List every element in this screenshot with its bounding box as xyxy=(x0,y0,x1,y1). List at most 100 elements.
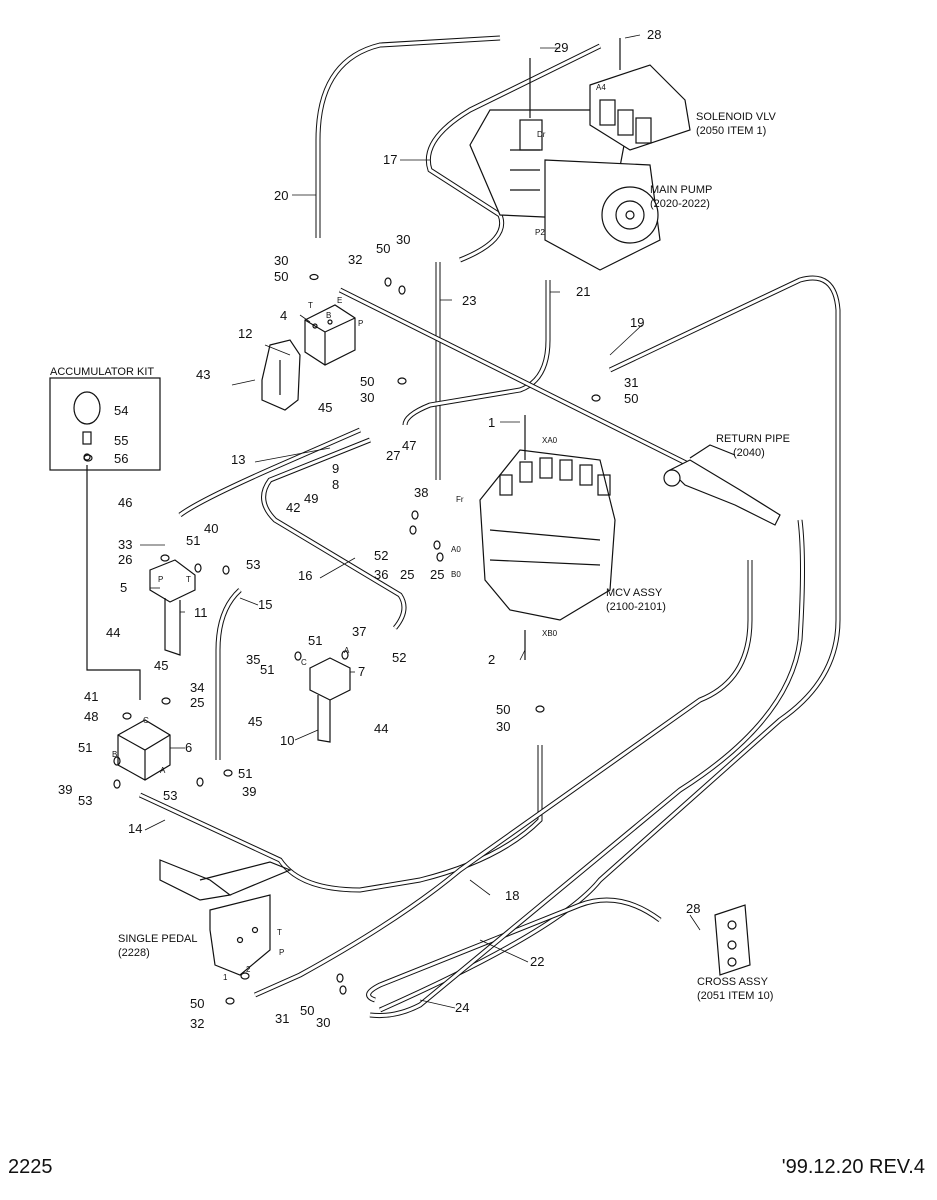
port-block7-c: C xyxy=(301,658,307,667)
label-mcv-assy-ref: (2100-2101) xyxy=(606,601,666,613)
accumulator-kit-box xyxy=(49,377,161,700)
callout-45-c: 45 xyxy=(248,714,262,729)
callout-26: 26 xyxy=(118,552,132,567)
callout-25-b: 25 xyxy=(400,567,414,582)
callout-30-c: 30 xyxy=(360,390,374,405)
callout-36: 36 xyxy=(374,567,388,582)
label-main-pump: MAIN PUMP xyxy=(650,184,712,196)
callout-5: 5 xyxy=(120,580,127,595)
callout-33: 33 xyxy=(118,537,132,552)
callout-52-b: 52 xyxy=(392,650,406,665)
callout-27: 27 xyxy=(386,448,400,463)
page-number: 2225 xyxy=(8,1156,53,1178)
callout-37: 37 xyxy=(352,624,366,639)
label-solenoid-vlv-ref: (2050 ITEM 1) xyxy=(696,125,766,137)
callout-48: 48 xyxy=(84,709,98,724)
callout-42: 42 xyxy=(286,500,300,515)
callout-52-a: 52 xyxy=(374,548,388,563)
callout-55: 55 xyxy=(114,433,128,448)
port-pedal-t: T xyxy=(277,928,282,937)
callout-40: 40 xyxy=(204,521,218,536)
label-cross-assy: CROSS ASSY xyxy=(697,976,769,988)
port-block6-c: C xyxy=(143,716,149,725)
callout-31-b: 31 xyxy=(275,1011,289,1026)
label-accumulator-kit: ACCUMULATOR KIT xyxy=(50,366,154,378)
label-single-pedal-ref: (2228) xyxy=(118,947,150,959)
port-dr: Dr xyxy=(537,130,546,139)
label-main-pump-ref: (2020-2022) xyxy=(650,198,710,210)
callout-51-e: 51 xyxy=(238,766,252,781)
solenoid-valve xyxy=(589,38,691,151)
port-p: P xyxy=(358,319,363,328)
callout-6: 6 xyxy=(185,740,192,755)
callout-29: 29 xyxy=(554,40,568,55)
port-pedal-2: 2 xyxy=(246,965,251,974)
callout-45-a: 45 xyxy=(318,400,332,415)
hose-17 xyxy=(425,43,602,263)
callout-1: 1 xyxy=(488,415,495,430)
callout-50-f: 50 xyxy=(190,996,204,1011)
callout-7: 7 xyxy=(358,664,365,679)
callout-51-d: 51 xyxy=(78,740,92,755)
port-block5-t: T xyxy=(186,575,191,584)
callout-16: 16 xyxy=(298,568,312,583)
callout-12: 12 xyxy=(238,326,252,341)
main-pump xyxy=(469,58,661,271)
revision-date: '99.12.20 REV.4 xyxy=(781,1156,925,1178)
port-labels: A4 Dr P2 T E B P XA0 Fr A0 B0 XB0 P T C … xyxy=(112,83,606,982)
callout-47: 47 xyxy=(402,438,416,453)
callout-14: 14 xyxy=(128,821,142,836)
callout-32-b: 32 xyxy=(190,1016,204,1031)
hose-22 xyxy=(366,897,662,1003)
port-pedal-p: P xyxy=(279,948,284,957)
callout-41: 41 xyxy=(84,689,98,704)
callout-28-cross: 28 xyxy=(686,901,700,916)
port-xa0: XA0 xyxy=(542,436,558,445)
callout-8: 8 xyxy=(332,477,339,492)
label-solenoid-vlv: SOLENOID VLV xyxy=(696,111,777,123)
callout-4: 4 xyxy=(280,308,287,323)
port-block7-a: A xyxy=(344,646,350,655)
hose-20 xyxy=(315,35,501,238)
port-a0: A0 xyxy=(451,545,461,554)
callout-30-d: 30 xyxy=(496,719,510,734)
port-fr: Fr xyxy=(456,495,464,504)
callout-18: 18 xyxy=(505,888,519,903)
port-b: B xyxy=(326,311,331,320)
callout-17: 17 xyxy=(383,152,397,167)
callout-20: 20 xyxy=(274,188,288,203)
cross-assy xyxy=(714,904,751,976)
label-cross-assy-ref: (2051 ITEM 10) xyxy=(697,990,773,1002)
callout-11: 11 xyxy=(194,605,208,620)
callout-25-a: 25 xyxy=(190,695,204,710)
hose-13 xyxy=(178,427,362,518)
callout-35: 35 xyxy=(246,652,260,667)
callout-38: 38 xyxy=(414,485,428,500)
callout-31-a: 31 xyxy=(624,375,638,390)
return-pipe xyxy=(663,444,781,526)
callout-43: 43 xyxy=(196,367,210,382)
callout-50-b: 50 xyxy=(376,241,390,256)
port-xb0: XB0 xyxy=(542,629,558,638)
callout-39-b: 39 xyxy=(242,784,256,799)
callout-51-b: 51 xyxy=(308,633,322,648)
port-block5-p: P xyxy=(158,575,163,584)
callout-21: 21 xyxy=(576,284,590,299)
callout-10: 10 xyxy=(280,733,294,748)
callout-50-a: 50 xyxy=(274,269,288,284)
callout-24: 24 xyxy=(455,1000,469,1015)
callout-50-d: 50 xyxy=(624,391,638,406)
valve-block-4 xyxy=(304,304,356,366)
callout-32-a: 32 xyxy=(348,252,362,267)
single-pedal xyxy=(159,859,292,976)
callout-23: 23 xyxy=(462,293,476,308)
callout-53-a: 53 xyxy=(246,557,260,572)
hose-18 xyxy=(253,560,753,998)
hose-16 xyxy=(261,437,407,630)
callout-30-e: 30 xyxy=(316,1015,330,1030)
callout-50-e: 50 xyxy=(496,702,510,717)
valve-block-7 xyxy=(309,657,351,743)
port-pedal-1: 1 xyxy=(223,973,228,982)
callout-28-top: 28 xyxy=(647,27,661,42)
